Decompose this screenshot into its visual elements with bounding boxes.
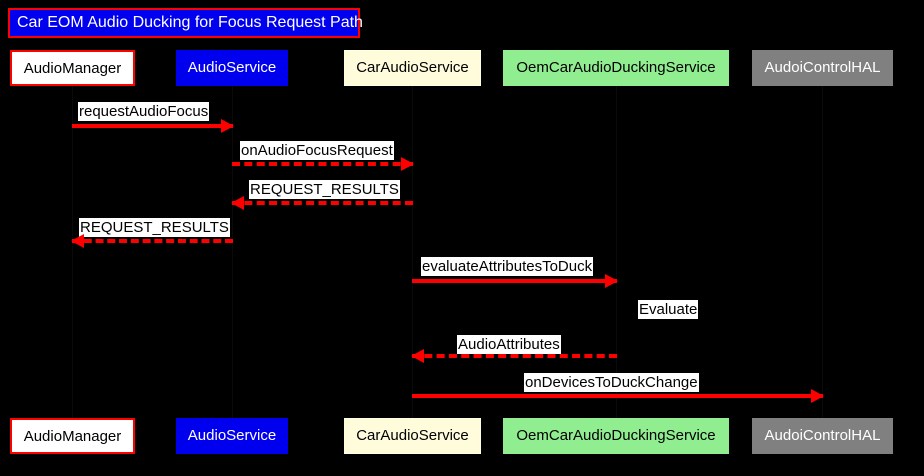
- message-label-evaluate-attributes-to-duck: evaluateAttributesToDuck: [421, 257, 594, 276]
- message-arrow-evaluate-attributes-to-duck: [412, 274, 618, 288]
- participant-audio-manager-bottom[interactable]: AudioManager: [10, 418, 135, 454]
- message-label-request-audio-focus: requestAudioFocus: [78, 102, 210, 121]
- message-label-request-results-1: REQUEST_RESULTS: [249, 180, 400, 199]
- participant-audio-service-top[interactable]: AudioService: [176, 50, 288, 86]
- message-arrow-request-audio-focus: [72, 119, 234, 133]
- message-label-on-audio-focus-request: onAudioFocusRequest: [240, 141, 394, 160]
- participant-audoi-control-hal-top[interactable]: AudoiControlHAL: [752, 50, 893, 86]
- arrowhead-left-icon: [231, 196, 244, 210]
- participant-audio-service-bottom[interactable]: AudioService: [176, 418, 288, 454]
- lifeline-audio-manager: [72, 86, 73, 418]
- message-line: [412, 279, 617, 283]
- message-label-on-devices-to-duck-change: onDevicesToDuckChange: [524, 373, 699, 392]
- message-arrow-on-audio-focus-request: [232, 157, 414, 171]
- arrowhead-left-icon: [411, 349, 424, 363]
- message-line: [412, 354, 617, 358]
- participant-oem-car-audio-ducking-service-bottom[interactable]: OemCarAudioDuckingService: [503, 418, 729, 454]
- lifeline-audoi-control-hal: [822, 86, 823, 418]
- participant-car-audio-service-top[interactable]: CarAudioService: [344, 50, 481, 86]
- message-arrow-on-devices-to-duck-change: [412, 389, 824, 403]
- message-label-audio-attributes: AudioAttributes: [457, 335, 561, 354]
- lifeline-car-audio-service: [412, 86, 413, 418]
- arrowhead-left-icon: [71, 234, 84, 248]
- message-line: [72, 239, 233, 243]
- message-line: [232, 201, 413, 205]
- arrowhead-right-icon: [221, 119, 234, 133]
- message-arrow-audio-attributes: [411, 349, 617, 363]
- diagram-title: Car EOM Audio Ducking for Focus Request …: [8, 8, 363, 38]
- message-arrow-request-results-1: [231, 196, 413, 210]
- arrowhead-right-icon: [401, 157, 414, 171]
- lifeline-audio-service: [232, 86, 233, 418]
- note-evaluate: Evaluate: [638, 300, 699, 319]
- participant-oem-car-audio-ducking-service-top[interactable]: OemCarAudioDuckingService: [503, 50, 729, 86]
- message-line: [72, 124, 233, 128]
- message-label-request-results-2: REQUEST_RESULTS: [79, 218, 230, 237]
- participant-audio-manager-top[interactable]: AudioManager: [10, 50, 135, 86]
- participant-audoi-control-hal-bottom[interactable]: AudoiControlHAL: [752, 418, 893, 454]
- participant-car-audio-service-bottom[interactable]: CarAudioService: [344, 418, 481, 454]
- message-line: [232, 162, 413, 166]
- message-line: [412, 394, 823, 398]
- arrowhead-right-icon: [605, 274, 618, 288]
- lifeline-oem-car-audio-ducking-service: [616, 86, 617, 418]
- arrowhead-right-icon: [811, 389, 824, 403]
- message-arrow-request-results-2: [71, 234, 233, 248]
